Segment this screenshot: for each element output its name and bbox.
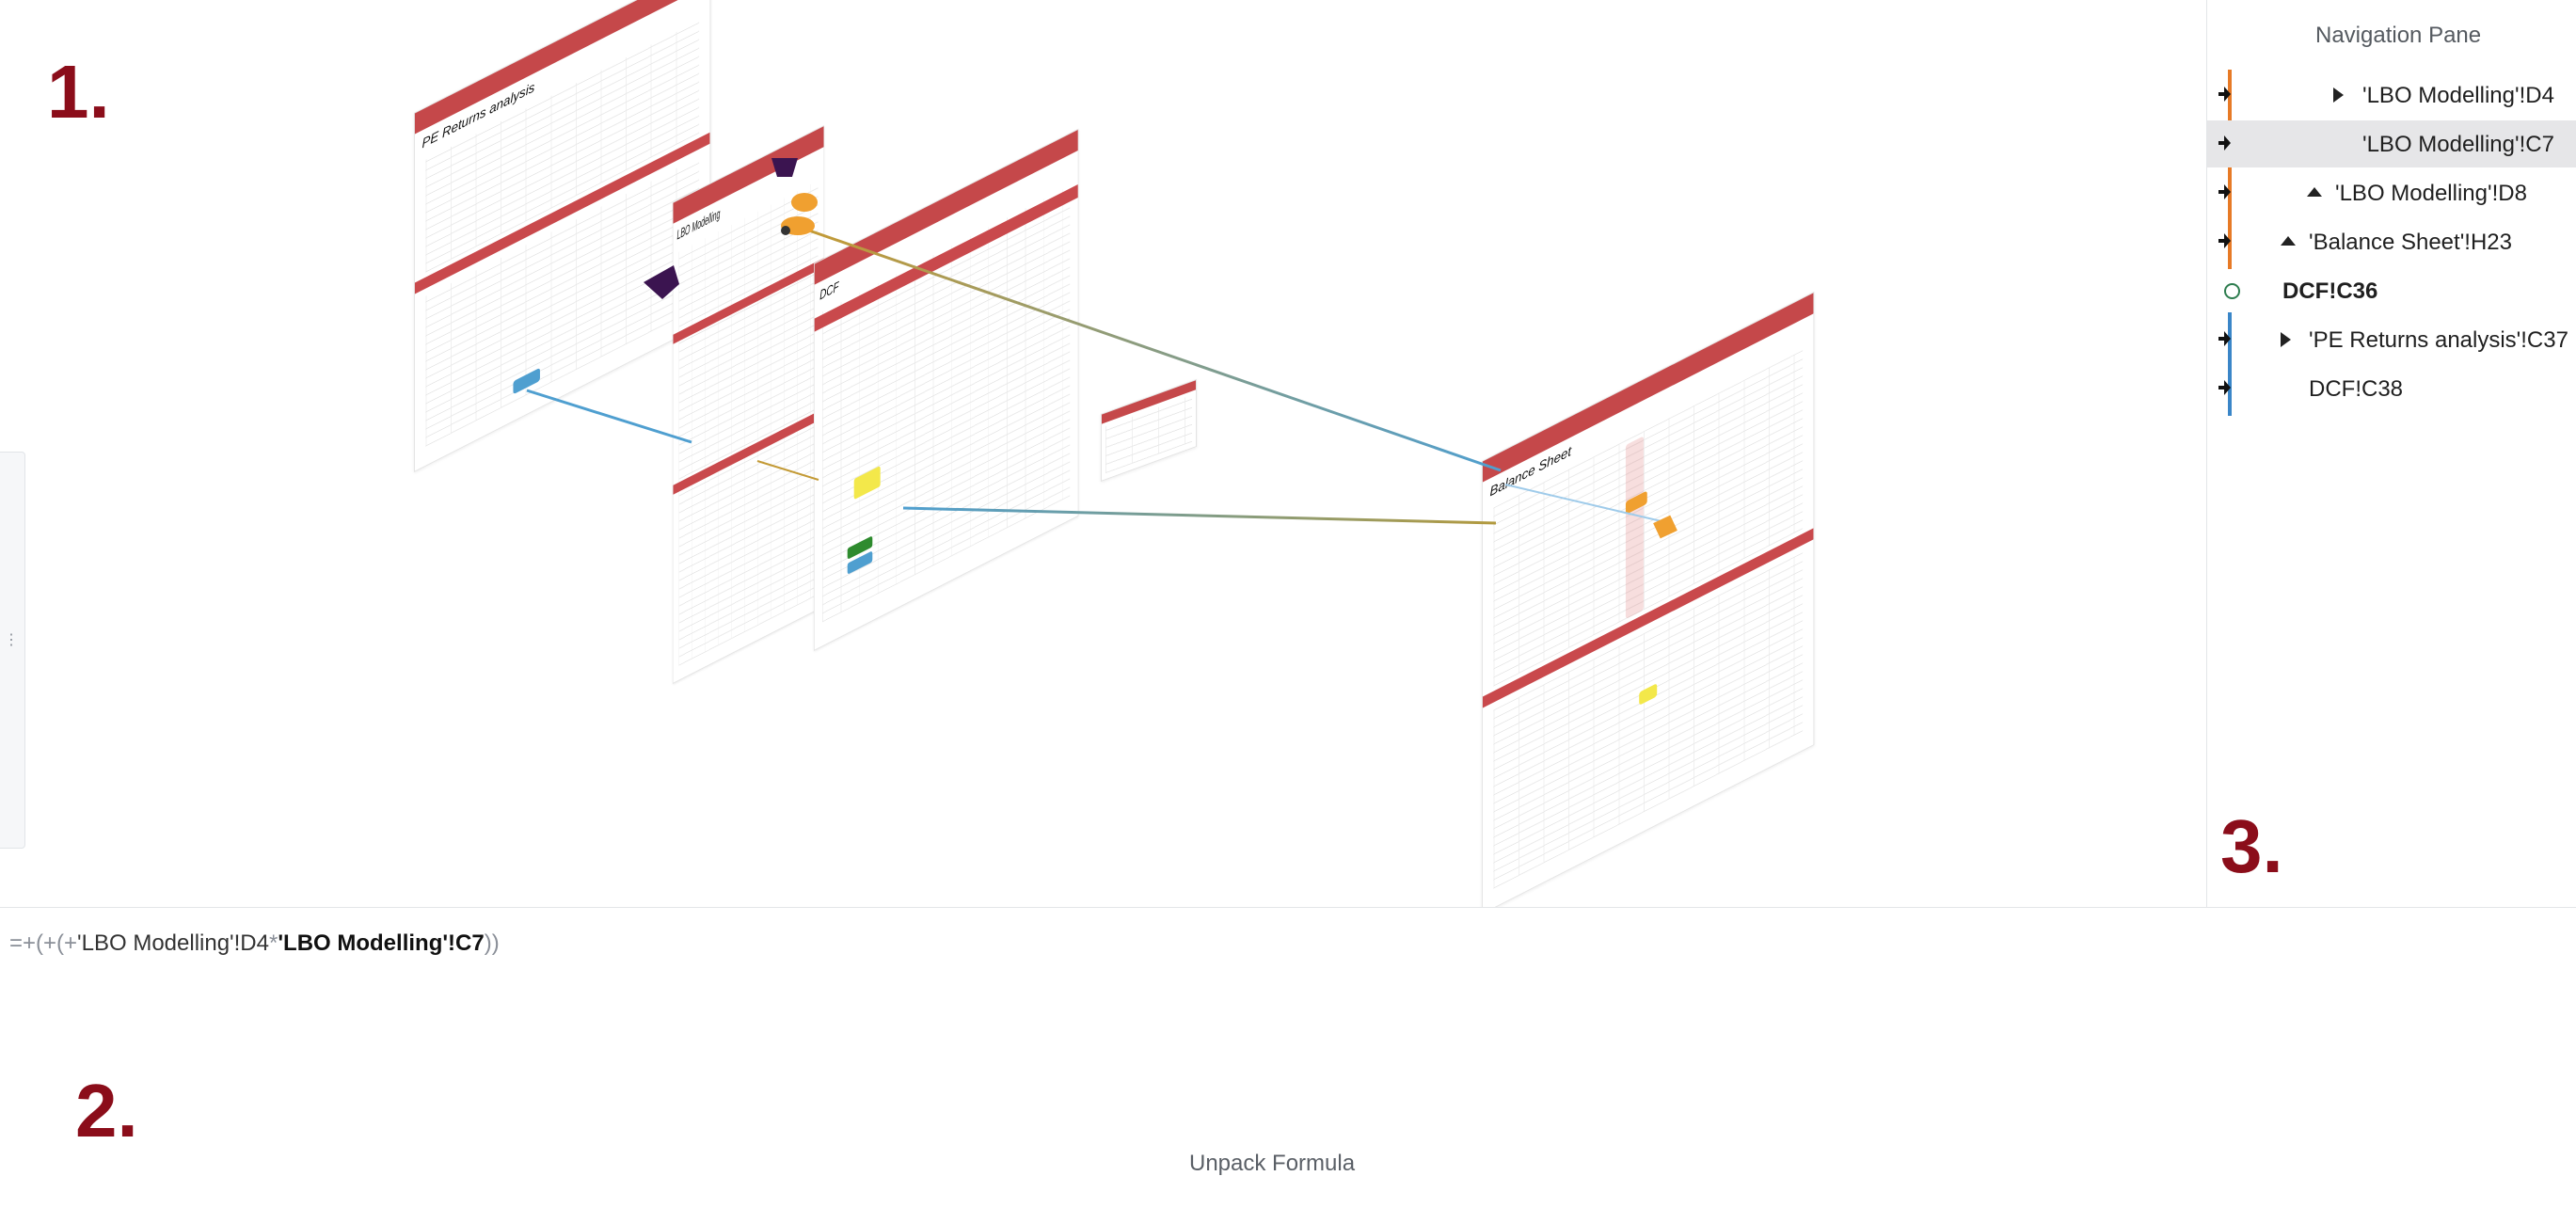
nav-item-dcf-c36[interactable]: DCF!C36 <box>2207 267 2576 314</box>
link-balance-internal[interactable] <box>1504 484 1666 523</box>
formula-ref-lbo-c7[interactable]: 'LBO Modelling'!C7 <box>278 930 485 956</box>
link-dcf-to-balance[interactable] <box>808 229 1502 472</box>
node-marker-dark[interactable] <box>644 265 679 299</box>
dependency-links <box>526 158 1678 539</box>
node-cluster-orange[interactable] <box>781 193 818 235</box>
nav-item-dcf-c38[interactable]: DCF!C38 <box>2207 365 2576 412</box>
collapse-up-icon[interactable] <box>2307 187 2322 197</box>
node-marker-dark[interactable] <box>771 158 798 177</box>
nav-item-lbo-c7[interactable]: 'LBO Modelling'!C7 <box>2207 120 2576 167</box>
section-marker-2: 2. <box>75 1069 138 1152</box>
navigation-pane-title: Navigation Pane <box>2315 23 2482 48</box>
spreadsheet-3d-view[interactable]: 1. ⋮ PE Returns analysis LBO Modelling D… <box>0 0 2206 907</box>
formula-text[interactable]: =+(+(+'LBO Modelling'!D4*'LBO Modelling'… <box>9 930 500 957</box>
nav-item-label: DCF!C36 <box>2282 278 2378 304</box>
formula-panel: =+(+(+'LBO Modelling'!D4*'LBO Modelling'… <box>0 907 2576 1208</box>
nav-item-label: 'LBO Modelling'!C7 <box>2362 132 2554 157</box>
link-pe-to-lbo[interactable] <box>526 389 692 444</box>
tree-connector-icon <box>2218 233 2231 248</box>
nav-item-lbo-d8[interactable]: 'LBO Modelling'!D8 <box>2207 169 2576 216</box>
side-panel-handle[interactable]: ⋮ <box>0 452 25 849</box>
section-marker-1: 1. <box>47 50 110 134</box>
formula-prefix: =+(+(+ <box>9 930 78 956</box>
tree-connector-icon <box>2218 135 2231 151</box>
collapse-up-icon[interactable] <box>2281 236 2296 246</box>
tree-connector-icon <box>2218 380 2231 395</box>
tree-connector-icon <box>2218 331 2231 346</box>
link-dcf-node-to-balance[interactable] <box>902 506 1497 525</box>
dependent-trace-line <box>2228 312 2232 416</box>
formula-ref-lbo-d4[interactable]: 'LBO Modelling'!D4 <box>77 930 269 956</box>
section-marker-3: 3. <box>2220 804 2283 888</box>
nav-item-label: 'LBO Modelling'!D4 <box>2362 83 2554 108</box>
precedent-trace-line <box>2228 70 2232 269</box>
expand-right-icon[interactable] <box>2333 87 2344 103</box>
navigation-pane: Navigation Pane 'LBO Modelling'!D4 'LBO … <box>2206 0 2576 907</box>
formula-suffix: )) <box>484 930 500 956</box>
nav-item-balance-h23[interactable]: 'Balance Sheet'!H23 <box>2207 218 2576 265</box>
expand-right-icon[interactable] <box>2281 332 2291 347</box>
nav-item-label: DCF!C38 <box>2309 376 2404 402</box>
current-cell-icon <box>2224 283 2240 299</box>
nav-item-label: 'LBO Modelling'!D8 <box>2335 181 2527 206</box>
tree-connector-icon <box>2218 87 2231 102</box>
tree-connector-icon <box>2218 184 2231 199</box>
node-cell-orange[interactable] <box>1653 515 1678 539</box>
link-lbo-to-dcf[interactable] <box>756 460 819 481</box>
nav-item-label: 'Balance Sheet'!H23 <box>2309 230 2512 255</box>
unpack-formula-button[interactable]: Unpack Formula <box>1189 1151 1356 1176</box>
nav-item-lbo-d4[interactable]: 'LBO Modelling'!D4 <box>2207 72 2576 119</box>
nav-item-pe-c37[interactable]: 'PE Returns analysis'!C37 <box>2207 316 2576 363</box>
formula-operator: * <box>268 930 278 956</box>
nav-item-label: 'PE Returns analysis'!C37 <box>2309 327 2568 353</box>
